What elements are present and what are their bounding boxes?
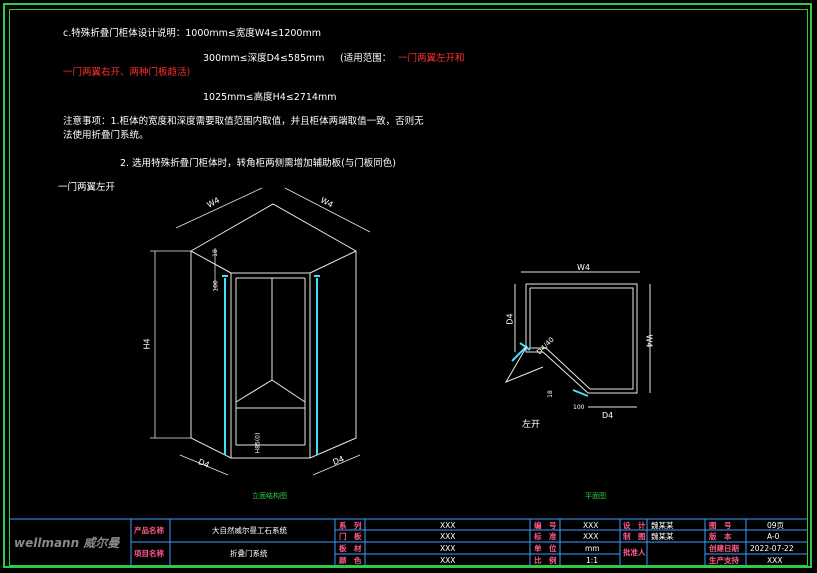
tb-code-label: 编 号 bbox=[534, 521, 557, 530]
tb-code-value: XXX bbox=[583, 521, 599, 530]
note-line-2: 300mm≤深度D4≤585mm bbox=[203, 53, 325, 64]
plan-door bbox=[511, 342, 589, 397]
drawing-frame-inner bbox=[9, 9, 808, 566]
caption-plan: 平面图 bbox=[585, 492, 606, 500]
tb-sheet-value: 09页 bbox=[767, 521, 785, 530]
tb-color-label: 颜 色 bbox=[339, 556, 362, 565]
note-line-1: c.特殊折叠门柜体设计说明：1000mm≤宽度W4≤1200mm bbox=[63, 28, 321, 39]
tb-date-label: 创建日期 bbox=[709, 544, 739, 553]
tb-design-value: 魏某某 bbox=[651, 521, 674, 530]
note-line-3: 一门两翼右开、两种门板趋活) bbox=[63, 67, 191, 78]
note-line-6: 法使用折叠门系统。 bbox=[63, 130, 149, 141]
tb-standard-value: XXX bbox=[583, 532, 599, 541]
tb-support-label: 生产支持 bbox=[709, 556, 739, 565]
tb-product-value: 大自然威尔曼工石系统 bbox=[212, 526, 287, 535]
tb-series-value: XXX bbox=[440, 521, 456, 530]
tb-scale-label: 比 例 bbox=[534, 556, 557, 565]
tb-project-value: 折叠门系统 bbox=[230, 549, 268, 558]
drawing-frame-outer bbox=[3, 3, 812, 568]
tb-version-value: A-0 bbox=[767, 532, 780, 541]
note-line-7: 2. 选用特殊折叠门柜体时，转角柜两侧需增加辅助板(与门板同色) bbox=[120, 158, 396, 169]
plan-view bbox=[514, 271, 651, 408]
plan-dim-100: 100 bbox=[573, 404, 585, 411]
tb-door-value: XXX bbox=[440, 532, 456, 541]
note-line-5: 注意事项：1.柜体的宽度和深度需要取值范围内取值，并且柜体两端取值一致，否则无 bbox=[63, 116, 424, 127]
plan-dim-d4-bottom: D4 bbox=[602, 411, 614, 420]
tb-series-label: 系 列 bbox=[339, 521, 362, 530]
section-title: 一门两翼左开 bbox=[58, 182, 116, 193]
cabinet-3d bbox=[190, 203, 357, 459]
tb-unit-value: mm bbox=[585, 544, 600, 553]
tb-draw-value: 魏某某 bbox=[651, 532, 674, 541]
tb-standard-label: 标 准 bbox=[534, 532, 557, 541]
tb-date-value: 2022-07-22 bbox=[750, 544, 794, 553]
note-range: (适用范围： bbox=[340, 53, 392, 64]
tb-version-label: 版 本 bbox=[709, 532, 732, 541]
caption-elevation: 立面结构图 bbox=[252, 492, 287, 500]
tb-color-value: XXX bbox=[440, 556, 456, 565]
tb-scale-value: 1:1 bbox=[586, 556, 599, 565]
tb-design-label: 设 计 bbox=[623, 521, 646, 530]
door-panels-3d bbox=[222, 275, 320, 455]
tb-sheet-label: 图 号 bbox=[709, 521, 732, 530]
wellmann-logo: wellmann 威尔曼 bbox=[14, 536, 120, 550]
tb-material-value: XXX bbox=[440, 544, 456, 553]
tb-support-value: XXX bbox=[767, 556, 783, 565]
tb-material-label: 板 材 bbox=[339, 544, 362, 553]
dim-lines-3d bbox=[150, 187, 371, 476]
tb-draw-label: 制 图 bbox=[623, 532, 646, 541]
plan-door-swing bbox=[504, 345, 544, 384]
plan-door-label: 左开 bbox=[522, 420, 541, 430]
tb-approve-label: 批准人 bbox=[623, 548, 646, 557]
tb-project-label: 项目名称 bbox=[134, 549, 164, 558]
plan-dim-w4-top: W4 bbox=[577, 263, 590, 272]
tb-unit-label: 单 位 bbox=[534, 544, 557, 553]
tb-door-label: 门 板 bbox=[339, 532, 362, 541]
note-range-red: 一门两翼左开和 bbox=[398, 53, 465, 64]
note-line-4: 1025mm≤高度H4≤2714mm bbox=[203, 92, 337, 103]
tb-product-label: 产品名称 bbox=[134, 526, 164, 535]
